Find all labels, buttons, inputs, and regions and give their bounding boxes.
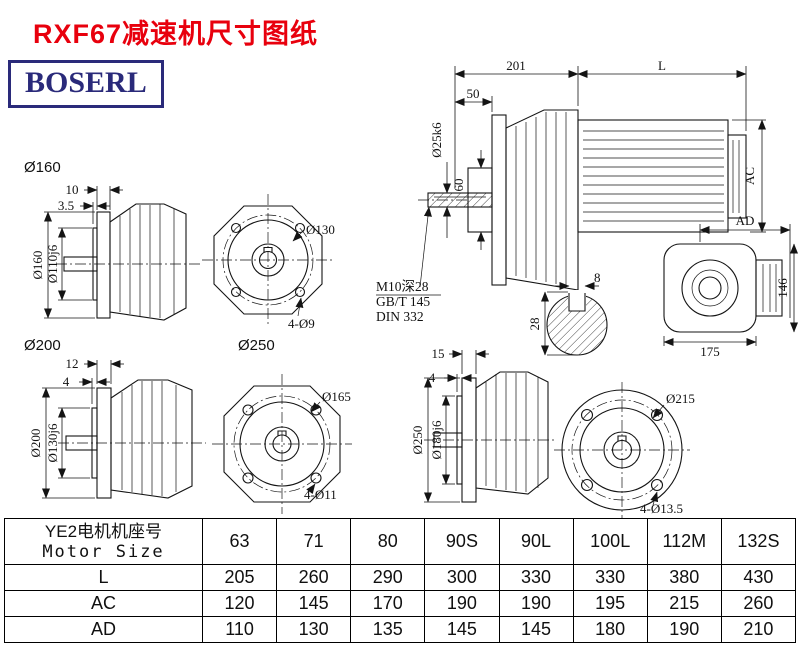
dim-value-cell: 120 bbox=[201, 590, 278, 617]
dim-value-cell: 190 bbox=[646, 616, 722, 643]
motor-fins bbox=[583, 130, 724, 222]
housing-ribs bbox=[485, 373, 539, 492]
frame-size-col-header: 71 bbox=[276, 518, 352, 565]
dim-146-label: 146 bbox=[775, 278, 790, 298]
housing-ribs bbox=[515, 112, 567, 286]
thread-note-line2: GB/T 145 bbox=[376, 294, 430, 309]
flange-160-front-view: Ø130 4-Ø9 bbox=[202, 194, 335, 331]
table-row-ac: AC 120 145 170 190 190 195 215 260 bbox=[4, 590, 797, 617]
dim-value-cell: 190 bbox=[498, 590, 574, 617]
flange-250-dia-label: Ø250 bbox=[410, 426, 425, 455]
ac-dim-label: AC bbox=[742, 167, 757, 185]
housing-ribs bbox=[119, 204, 175, 318]
dim-201-label: 201 bbox=[506, 58, 526, 73]
page-title: RXF67减速机尺寸图纸 bbox=[33, 19, 319, 49]
spigot-250-dia-label: Ø180j6 bbox=[429, 420, 444, 460]
dim-row-label: AC bbox=[4, 590, 203, 617]
flange-250-front-view: Ø215 4-Ø13.5 bbox=[554, 382, 695, 518]
motor-size-table: YE2电机机座号 Motor Size 63 71 80 90S 90L 100… bbox=[4, 518, 797, 643]
ad-dim-label: AD bbox=[736, 213, 755, 228]
dim-175-label: 175 bbox=[700, 344, 720, 359]
dim-value-cell: 330 bbox=[498, 564, 574, 591]
frame-size-col-header: 112M bbox=[646, 518, 722, 565]
dim-value-cell: 145 bbox=[276, 590, 352, 617]
dim-value-cell: 330 bbox=[572, 564, 648, 591]
dim-value-cell: 215 bbox=[646, 590, 722, 617]
frame-size-col-header: 90S bbox=[424, 518, 500, 565]
frame-size-col-header: 90L bbox=[498, 518, 574, 565]
dim-value-cell: 130 bbox=[276, 616, 352, 643]
dim-value-cell: 110 bbox=[201, 616, 278, 643]
flange-200-dia-label: Ø200 bbox=[28, 429, 43, 458]
dim-value-cell: 205 bbox=[201, 564, 278, 591]
flange-160-thickness-label: 10 bbox=[66, 182, 79, 197]
flange-250-series-label: Ø250 bbox=[238, 337, 275, 354]
housing-ribs bbox=[121, 381, 177, 496]
output-end-view: AD 146 175 bbox=[663, 213, 798, 359]
spigot-160-dia-label: Ø110j6 bbox=[45, 244, 60, 283]
thread-note-line1: M10深28 bbox=[376, 279, 429, 294]
flange-200-thickness-label: 12 bbox=[66, 356, 79, 371]
motor-size-header-cell: YE2电机机座号 Motor Size bbox=[4, 518, 203, 565]
dim-value-cell: 290 bbox=[350, 564, 426, 591]
bolt-holes-160-label: 4-Ø9 bbox=[288, 316, 315, 331]
dim-value-cell: 135 bbox=[350, 616, 426, 643]
dim-value-cell: 170 bbox=[350, 590, 426, 617]
gearbox-motor-outline bbox=[418, 109, 747, 291]
dim-value-cell: 180 bbox=[572, 616, 648, 643]
spigot-200-thickness-label: 4 bbox=[63, 374, 70, 389]
dim-value-cell: 430 bbox=[720, 564, 797, 591]
flange-250-side-view: 15 4 Ø250 Ø180j6 bbox=[410, 346, 556, 503]
dim-value-cell: 260 bbox=[720, 590, 797, 617]
bolt-holes-250-label: 4-Ø13.5 bbox=[640, 501, 683, 516]
main-assembly-view: 201 L 50 Ø25k6 60 AC bbox=[418, 58, 766, 291]
flange-250-thickness-label: 15 bbox=[432, 346, 445, 361]
dim-l-label: L bbox=[658, 58, 666, 73]
shaft-end-note: M10深28 GB/T 145 DIN 332 bbox=[376, 206, 441, 324]
key-height-label: 28 bbox=[527, 318, 542, 331]
frame-size-col-header: 132S bbox=[720, 518, 797, 565]
flange-200-front-view: Ø165 4-Ø11 bbox=[212, 374, 352, 514]
table-header-row: YE2电机机座号 Motor Size 63 71 80 90S 90L 100… bbox=[4, 518, 797, 565]
table-row-l: L 205 260 290 300 330 330 380 430 bbox=[4, 564, 797, 591]
dim-row-label: L bbox=[4, 564, 203, 591]
boserl-logo: BOSERL bbox=[8, 60, 164, 108]
dim-value-cell: 210 bbox=[720, 616, 797, 643]
frame-size-col-header: 63 bbox=[201, 518, 278, 565]
spigot-160-thickness-label: 3.5 bbox=[58, 198, 74, 213]
thread-note-line3: DIN 332 bbox=[376, 309, 424, 324]
bolt-circle-160-label: Ø130 bbox=[306, 222, 335, 237]
dim-row-label: AD bbox=[4, 616, 203, 643]
key-width-label: 8 bbox=[594, 270, 601, 285]
motor-size-header-cn: YE2电机机座号 bbox=[44, 521, 163, 541]
spigot-250-thickness-label: 4 bbox=[429, 370, 436, 385]
flange-200-series-label: Ø200 bbox=[24, 337, 61, 354]
dim-value-cell: 145 bbox=[498, 616, 574, 643]
bolt-circle-250-label: Ø215 bbox=[666, 391, 695, 406]
dim-value-cell: 300 bbox=[424, 564, 500, 591]
bolt-holes-200-label: 4-Ø11 bbox=[304, 487, 337, 502]
spigot-200-dia-label: Ø130j6 bbox=[45, 423, 60, 463]
flange-160-series-label: Ø160 bbox=[24, 159, 61, 176]
bolt-circle-200-label: Ø165 bbox=[322, 389, 351, 404]
dim-value-cell: 195 bbox=[572, 590, 648, 617]
frame-size-col-header: 80 bbox=[350, 518, 426, 565]
frame-size-col-header: 100L bbox=[572, 518, 648, 565]
motor-size-header-en: Motor Size bbox=[42, 541, 165, 562]
flange-160-dia-label: Ø160 bbox=[30, 251, 45, 280]
dim-value-cell: 260 bbox=[276, 564, 352, 591]
table-row-ad: AD 110 130 135 145 145 180 190 210 bbox=[4, 616, 797, 643]
flange-200-side-view: 12 4 Ø200 Ø130j6 bbox=[28, 356, 206, 499]
flange-160-side-view: 10 3.5 Ø160 Ø110j6 bbox=[30, 182, 202, 321]
dim-value-cell: 145 bbox=[424, 616, 500, 643]
dim-50-label: 50 bbox=[467, 86, 480, 101]
hub-dia-label: 60 bbox=[451, 179, 466, 192]
stub-fins bbox=[762, 264, 777, 312]
key-detail-view: 8 28 bbox=[527, 270, 608, 356]
dim-value-cell: 380 bbox=[646, 564, 722, 591]
shaft-dia-label: Ø25k6 bbox=[429, 122, 444, 158]
dim-value-cell: 190 bbox=[424, 590, 500, 617]
fan-cover-lines bbox=[732, 140, 740, 213]
